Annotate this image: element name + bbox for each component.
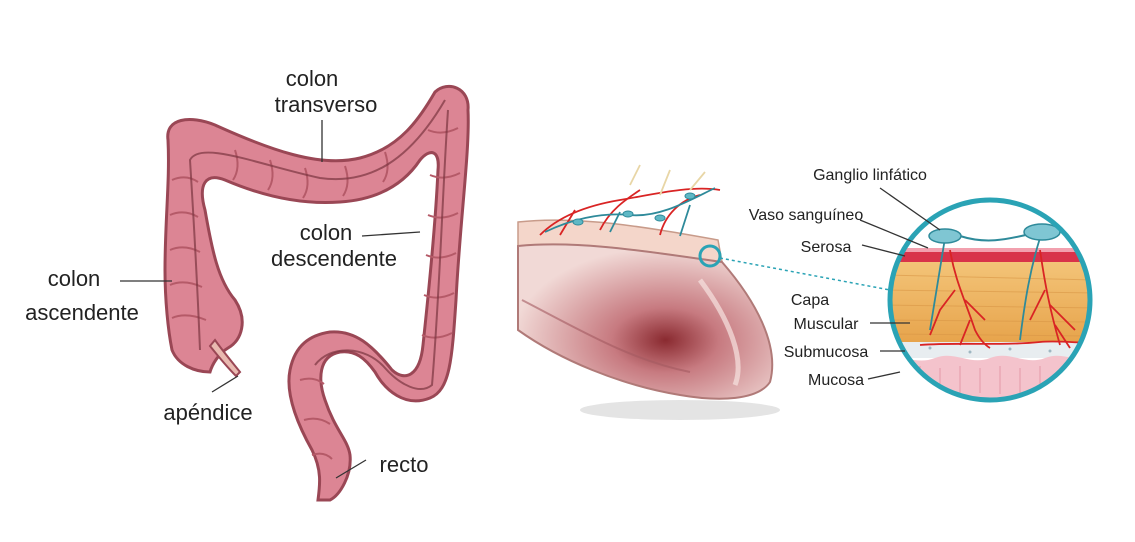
- serosa-layer: [880, 252, 1100, 262]
- submucosa-label: Submucosa: [784, 344, 869, 361]
- large-intestine: [165, 86, 468, 500]
- ascending-label-line2: ascendente: [25, 300, 139, 325]
- lymph-node-left: [929, 229, 961, 243]
- colon-labels: colon transverso colon descendente colon…: [25, 66, 428, 477]
- blood-vessel-label: Vaso sanguíneo: [749, 207, 864, 224]
- descending-label-line1: colon: [300, 220, 353, 245]
- appendix-label: apéndice: [163, 400, 252, 425]
- muscular-label-line1: Capa: [791, 292, 829, 309]
- descending-label-line2: descendente: [271, 246, 397, 271]
- magnifier-connector: [720, 258, 890, 290]
- ascending-label-line1: colon: [48, 266, 101, 291]
- wall-magnification: [880, 200, 1100, 400]
- transverse-label-line2: transverso: [275, 92, 378, 117]
- mucosa-label: Mucosa: [808, 372, 864, 389]
- serosa-label: Serosa: [801, 239, 852, 256]
- transverse-label-line1: colon: [286, 66, 339, 91]
- colon-body: [165, 86, 468, 500]
- muscular-label-line2: Muscular: [794, 316, 860, 333]
- bowel-tube: [518, 244, 772, 398]
- lymph-node-label: Ganglio linfático: [813, 167, 927, 184]
- rectum-label: recto: [380, 452, 429, 477]
- muscle-layer: [880, 262, 1100, 342]
